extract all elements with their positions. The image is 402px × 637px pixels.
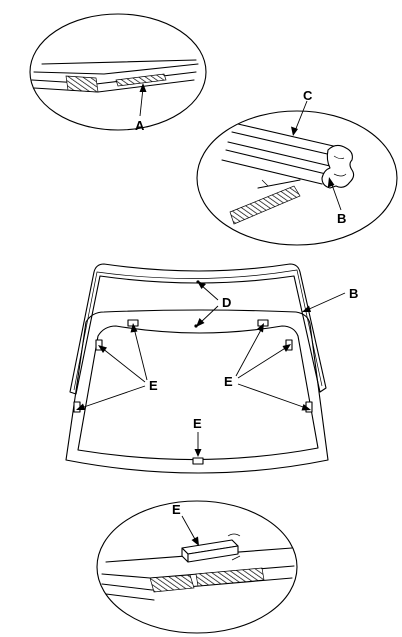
label-a: A bbox=[135, 118, 145, 133]
label-e-center: E bbox=[193, 416, 202, 431]
molding-outer bbox=[69, 263, 327, 395]
label-b-main: B bbox=[349, 286, 358, 301]
edge-section-e bbox=[149, 574, 195, 593]
windshield-glass-outer bbox=[65, 309, 329, 474]
edge-section-a bbox=[65, 75, 99, 93]
spacer-block bbox=[192, 457, 204, 465]
spacer-block bbox=[73, 401, 81, 413]
spacer-block bbox=[95, 339, 103, 351]
glass-section bbox=[229, 185, 301, 225]
primer-strip bbox=[115, 73, 167, 87]
detail-circle-e: E bbox=[96, 500, 298, 634]
label-e-detail: E bbox=[172, 502, 181, 517]
detail-circle-a: A bbox=[29, 13, 207, 133]
label-d: D bbox=[222, 295, 231, 310]
detail-circle-molding: C B bbox=[196, 88, 398, 246]
label-e-left: E bbox=[149, 378, 158, 393]
label-e-right: E bbox=[224, 374, 233, 389]
label-b-detail: B bbox=[337, 211, 346, 226]
molding-end-profile bbox=[321, 144, 355, 189]
windshield-assembly: D B E E E bbox=[65, 263, 358, 474]
glass-section-e bbox=[195, 567, 265, 587]
label-c: C bbox=[303, 88, 313, 103]
